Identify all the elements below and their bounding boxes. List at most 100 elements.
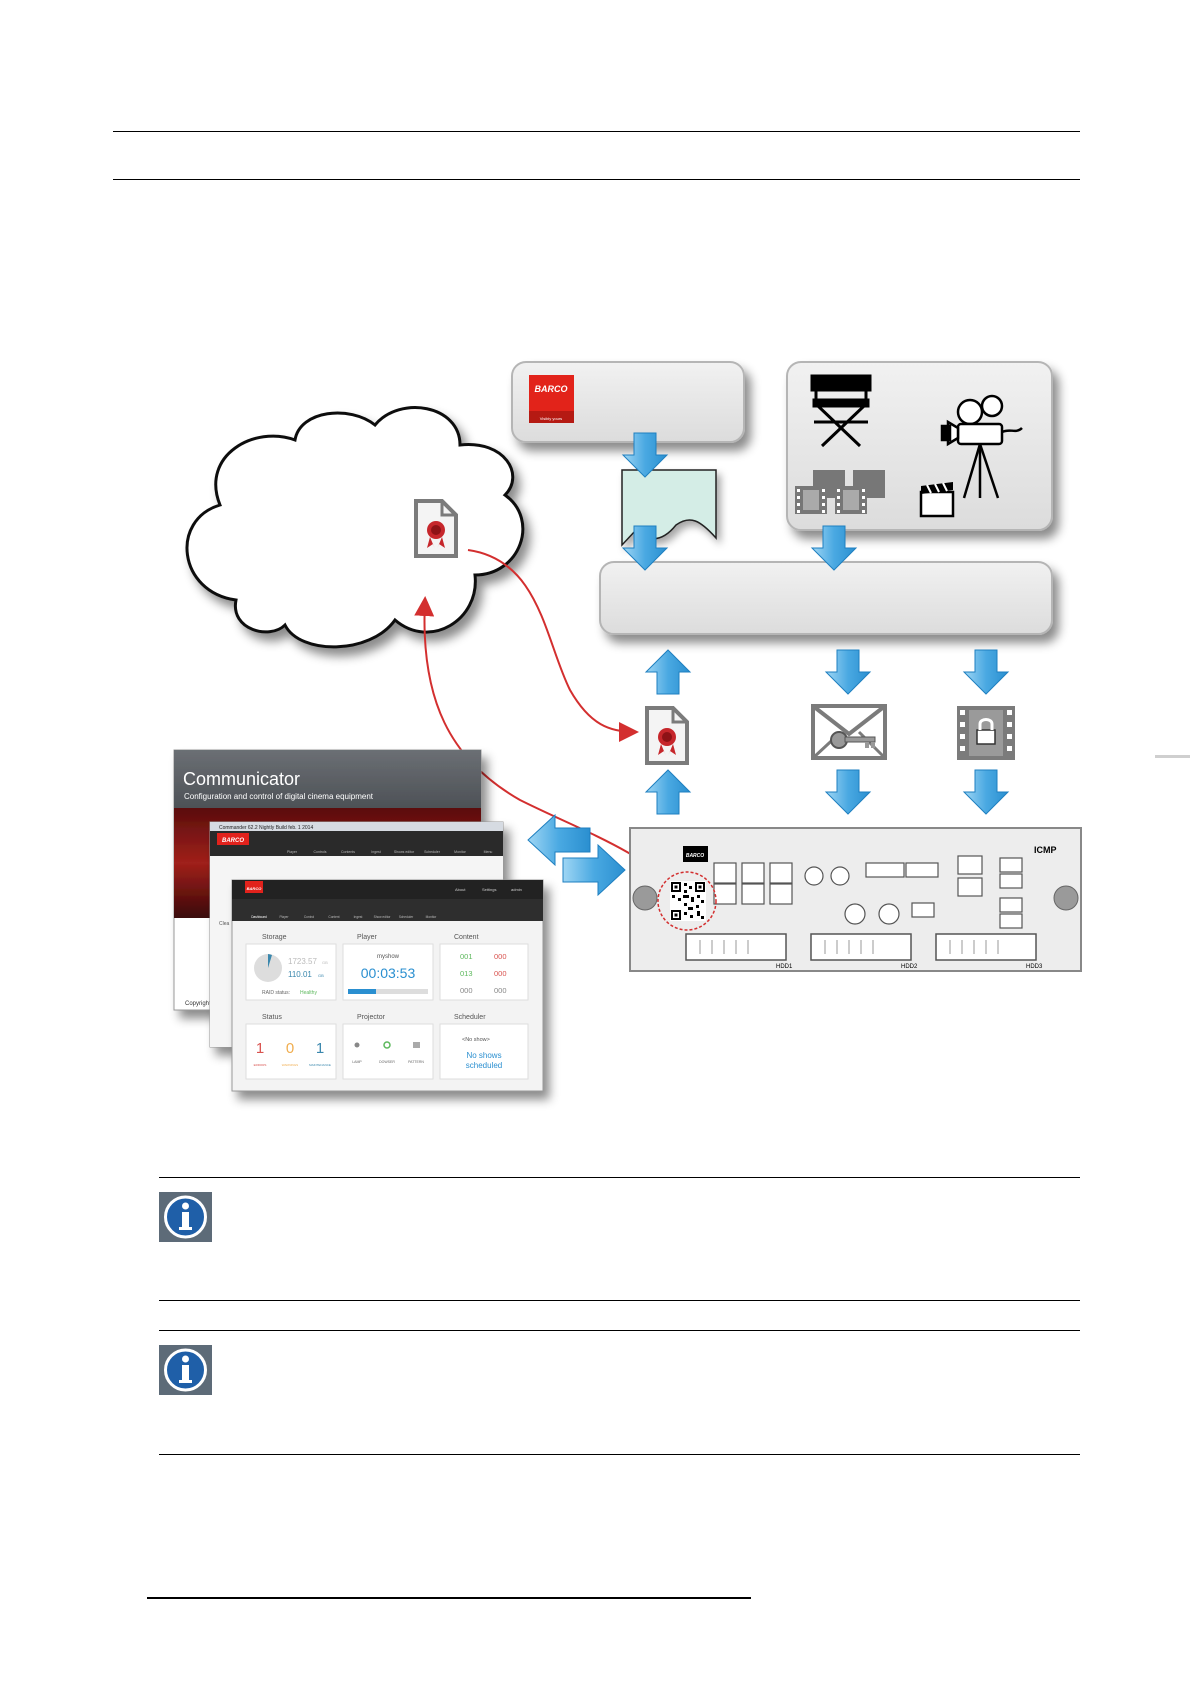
svg-text:Scheduler: Scheduler (454, 1014, 486, 1021)
svg-text:1: 1 (316, 1040, 324, 1057)
svg-text:PATTERN: PATTERN (408, 1060, 424, 1064)
note2-rule-bottom (159, 1454, 1080, 1455)
svg-text:110.01: 110.01 (288, 970, 312, 979)
arrow-down-5 (963, 649, 1009, 695)
info-icon (159, 1345, 212, 1395)
arrow-down-4 (825, 649, 871, 695)
svg-text:Settings: Settings (482, 887, 496, 892)
commander-nav: Player Controls Contents Ingest Shows ed… (287, 850, 492, 854)
dashboard-top-links: About Settings admin (455, 887, 522, 892)
svg-text:Content: Content (454, 934, 479, 941)
svg-text:BARCO: BARCO (222, 838, 244, 844)
svg-text:Ingest: Ingest (354, 915, 363, 919)
header-rule-top (113, 131, 1080, 132)
svg-text:DOWSER: DOWSER (379, 1060, 395, 1064)
margin-tab (1155, 755, 1190, 758)
svg-text:No shows: No shows (466, 1051, 501, 1060)
svg-text:Healthy: Healthy (300, 990, 317, 996)
svg-text:GB: GB (318, 973, 324, 978)
dashboard-nav: Dashboard Player Control Content Ingest … (251, 915, 437, 919)
svg-text:Player: Player (357, 934, 378, 941)
cloud-icon (185, 406, 525, 649)
svg-text:scheduled: scheduled (466, 1061, 502, 1070)
svg-text:Controls: Controls (313, 850, 326, 854)
svg-text:000: 000 (494, 952, 507, 961)
communicator-title: Communicator (183, 769, 300, 789)
svg-text:HDD3: HDD3 (1026, 964, 1043, 970)
svg-text:0: 0 (286, 1040, 294, 1057)
svg-text:LAMP: LAMP (352, 1060, 362, 1064)
note2-rule-top (159, 1330, 1080, 1331)
svg-text:Ingest: Ingest (371, 850, 381, 854)
central-processing-box (599, 561, 1053, 635)
svg-text:000: 000 (494, 969, 507, 978)
communicator-copyright: Copyright (185, 1001, 211, 1007)
film-strip-icon (795, 470, 885, 514)
bidirectional-arrows (527, 813, 626, 897)
movie-camera-icon (940, 394, 1023, 499)
svg-text:1723.57: 1723.57 (288, 957, 317, 966)
svg-text:Menu: Menu (484, 850, 493, 854)
svg-text:RAID status:: RAID status: (262, 990, 290, 996)
svg-text:Scheduler: Scheduler (424, 850, 441, 854)
svg-text:HDD1: HDD1 (776, 964, 793, 970)
red-link-cloud-to-cert (467, 549, 639, 742)
svg-text:HDD2: HDD2 (901, 964, 918, 970)
scheduler-widget: Scheduler <No show> No shows scheduled (439, 1014, 529, 1080)
svg-text:BARCO: BARCO (686, 853, 704, 859)
director-chair-icon (810, 374, 872, 448)
arrow-up-1 (645, 649, 691, 695)
svg-text:Player: Player (279, 915, 289, 919)
footer-rule (147, 1597, 751, 1599)
qr-code-icon (657, 871, 717, 931)
svg-text:013: 013 (460, 969, 473, 978)
svg-text:ERRORS: ERRORS (254, 1063, 267, 1067)
svg-text:BARCO: BARCO (535, 384, 568, 394)
barco-logo: BARCO Visibly yours (529, 375, 574, 423)
svg-text:Shows editor: Shows editor (394, 850, 415, 854)
svg-text:Status: Status (262, 1014, 282, 1021)
svg-text:Player: Player (287, 850, 298, 854)
svg-text:BARCO: BARCO (247, 886, 263, 891)
player-widget: Player myshow 00:03:53 (342, 934, 434, 1001)
svg-text:GB: GB (322, 960, 328, 965)
clapperboard-icon (919, 482, 955, 518)
commander-titlebar: Commander 62.2 Nightly Build feb. 1 2014 (219, 825, 313, 831)
arrow-down-6 (825, 769, 871, 815)
svg-text:000: 000 (494, 986, 507, 995)
svg-text:Dashboard: Dashboard (251, 915, 267, 919)
key-envelope-icon (811, 704, 887, 760)
svg-text:MAINTENANCE: MAINTENANCE (309, 1063, 331, 1067)
svg-text:1: 1 (256, 1040, 264, 1057)
projector-widget: Projector LAMP DOWSER PATTERN (342, 1014, 434, 1080)
communicator-subtitle: Configuration and control of digital cin… (184, 792, 374, 801)
svg-text:WARNINGS: WARNINGS (282, 1063, 298, 1067)
svg-text:admin: admin (511, 887, 522, 892)
svg-text:ICMP: ICMP (1034, 845, 1057, 855)
workflow-diagram: BARCO Visibly yours (173, 361, 1190, 1092)
certificate-document-icon (414, 499, 458, 558)
header-rule-bottom (113, 179, 1080, 180)
svg-text:Content: Content (328, 915, 339, 919)
storage-widget: Storage 1723.57 GB 110.01 GB RAID status… (245, 934, 337, 1001)
note1-rule-top (159, 1177, 1080, 1178)
arrow-down-7 (963, 769, 1009, 815)
note1-rule-bottom (159, 1300, 1080, 1301)
svg-text:myshow: myshow (377, 954, 400, 960)
svg-text:001: 001 (460, 952, 473, 961)
svg-text:Control: Control (304, 915, 315, 919)
svg-text:About: About (455, 887, 466, 892)
svg-text:00:03:53: 00:03:53 (361, 965, 416, 981)
svg-text:<No show>: <No show> (462, 1037, 490, 1043)
locked-film-icon (957, 706, 1015, 760)
status-widget: Status 1 0 1 ERRORS WARNINGS MAINTENANCE (245, 1014, 337, 1080)
svg-text:Visibly yours: Visibly yours (540, 416, 562, 421)
svg-text:Clea: Clea (219, 921, 230, 927)
svg-text:Monitor: Monitor (454, 850, 467, 854)
svg-text:Show editor: Show editor (374, 915, 392, 919)
svg-text:Monitor: Monitor (426, 915, 438, 919)
certificate-document-icon (645, 706, 689, 765)
content-widget: Content 001 000 013 000 000 000 (439, 934, 529, 1001)
info-icon (159, 1192, 212, 1242)
svg-text:Projector: Projector (357, 1014, 386, 1021)
